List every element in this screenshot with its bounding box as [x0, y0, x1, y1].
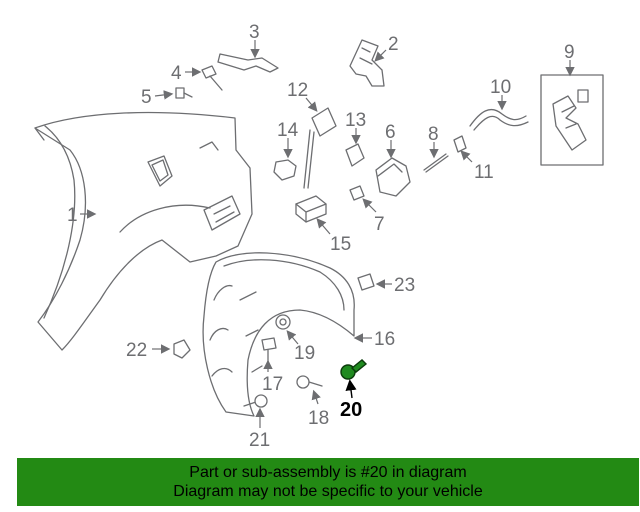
callout-17: 17	[262, 374, 283, 395]
assembly-box-part-9	[540, 74, 604, 166]
leader-lines	[80, 40, 575, 428]
hose-part-10	[469, 109, 529, 131]
callout-20: 20	[340, 399, 362, 421]
callout-labels: 1 2 3 4 5 6 7 8 9 10 11 12 13 14 15 16 1…	[67, 22, 575, 451]
callout-2: 2	[388, 34, 399, 55]
screw-part-5	[175, 87, 193, 99]
callout-7: 7	[374, 214, 385, 235]
clip-part-4	[201, 65, 223, 91]
clamp-part-11	[453, 135, 467, 153]
cap-part-13	[345, 143, 365, 167]
bolt-part-21	[243, 394, 268, 408]
callout-5: 5	[141, 87, 152, 108]
bracket-part-2	[349, 39, 385, 87]
pad-part-7	[349, 185, 365, 201]
clip-part-23	[357, 273, 375, 291]
part-info-banner: Part or sub-assembly is #20 in diagram D…	[17, 458, 639, 506]
callout-19: 19	[294, 343, 315, 364]
block-part-15	[295, 195, 327, 223]
callout-3: 3	[249, 22, 260, 43]
screw-part-20-highlighted	[340, 359, 368, 380]
callout-14: 14	[277, 120, 299, 141]
callout-16: 16	[374, 329, 395, 350]
callout-15: 15	[330, 234, 351, 255]
callout-4: 4	[171, 63, 182, 84]
parts-diagram: 1 2 3 4 5 6 7 8 9 10 11 12 13 14 15 16 1…	[34, 22, 604, 451]
callout-9: 9	[564, 42, 575, 63]
clip-part-17	[261, 337, 277, 363]
callout-12: 12	[287, 80, 308, 101]
rod-part-8	[423, 153, 449, 173]
callout-1: 1	[67, 205, 78, 226]
callout-18: 18	[308, 408, 329, 429]
latch-part-14	[273, 159, 297, 181]
quarter-panel-part-1	[34, 111, 253, 351]
callout-23: 23	[394, 275, 415, 296]
callout-22: 22	[126, 340, 147, 361]
banner-line-1: Part or sub-assembly is #20 in diagram	[189, 464, 467, 481]
bolt-part-18	[296, 375, 323, 389]
strip-part-3	[217, 53, 279, 73]
fender-liner-part-16	[202, 252, 355, 417]
banner-line-2: Diagram may not be specific to your vehi…	[173, 483, 483, 500]
callout-13: 13	[345, 110, 366, 131]
callout-21: 21	[249, 430, 270, 451]
callout-10: 10	[490, 77, 511, 98]
callout-6: 6	[385, 122, 396, 143]
clip-part-22	[173, 339, 191, 359]
washer-part-19	[275, 314, 291, 330]
callout-8: 8	[428, 124, 439, 145]
housing-part-6	[375, 157, 411, 197]
callout-11: 11	[474, 162, 494, 183]
hinge-part-12	[303, 107, 337, 189]
